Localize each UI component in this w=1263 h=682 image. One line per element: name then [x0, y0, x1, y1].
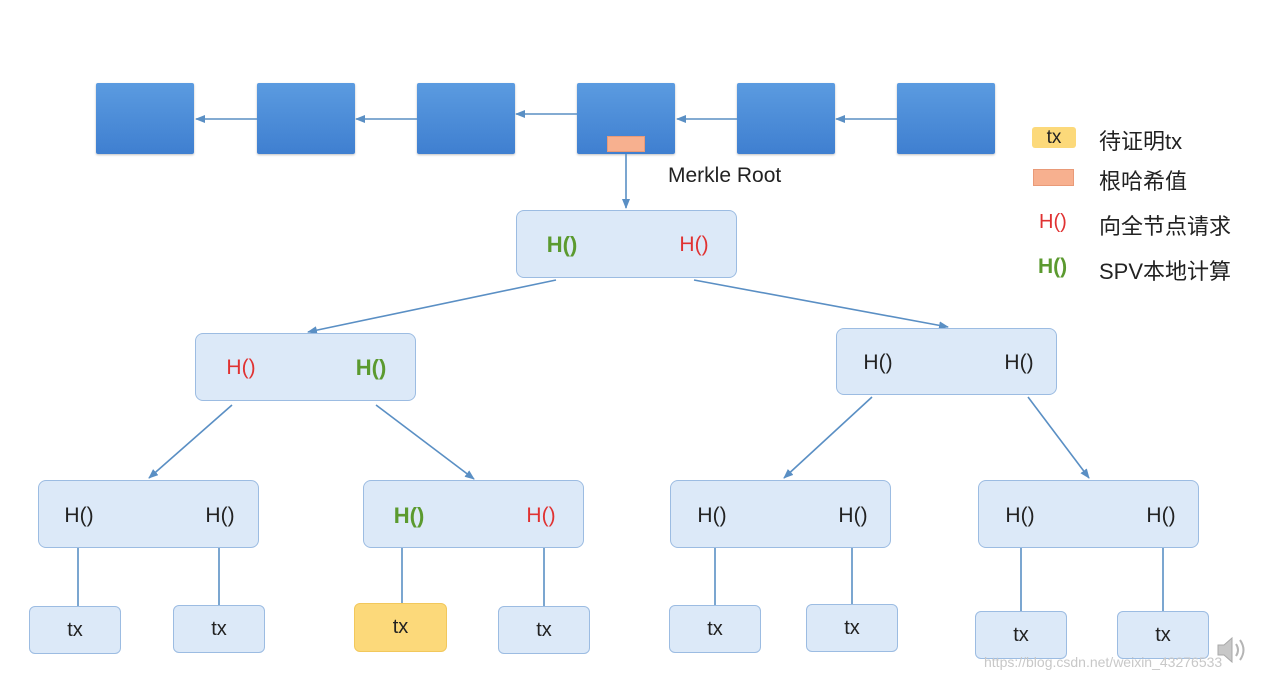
tree-node-root: H() H(): [516, 210, 737, 278]
block-6: [897, 83, 995, 154]
tree-arrow: [148, 404, 233, 479]
hash-local: H(): [546, 232, 578, 257]
tree-node-l2-right: H() H(): [836, 328, 1057, 395]
hash: H(): [1004, 351, 1034, 374]
tree-node-l3-1: H() H(): [38, 480, 259, 548]
hash: H(): [697, 504, 727, 527]
merkle-root-label: Merkle Root: [668, 164, 782, 187]
tx-leaf: tx: [29, 606, 121, 654]
hash: H(): [1005, 504, 1035, 527]
speaker-icon: [1217, 636, 1245, 664]
legend-local-label: SPV本地计算: [1099, 259, 1232, 284]
tree-arrow: [375, 404, 475, 480]
legend-root-swatch: [1033, 169, 1074, 186]
hash-request: H(): [226, 356, 256, 379]
tx-leaf: tx: [1117, 611, 1209, 659]
hash-local: H(): [393, 503, 425, 528]
tree-node-l3-2: H() H(): [363, 480, 584, 548]
hash-request: H(): [679, 233, 709, 256]
block-5: [737, 83, 835, 154]
tx-leaf: tx: [975, 611, 1067, 659]
legend-request-label: 向全节点请求: [1099, 214, 1232, 239]
hash-request: H(): [526, 504, 556, 527]
tree-arrow: [1027, 396, 1090, 479]
tx-leaf: tx: [669, 605, 761, 653]
tx-leaf: tx: [806, 604, 898, 652]
block-4: [577, 83, 675, 154]
tree-arrow: [693, 279, 949, 330]
block-3: [417, 83, 515, 154]
watermark: https://blog.csdn.net/weixin_43276533: [984, 654, 1223, 670]
legend-tx-swatch: tx: [1032, 127, 1076, 148]
merkle-root-hash-marker: [607, 136, 645, 152]
tree-node-l2-left: H() H(): [195, 333, 416, 401]
hash: H(): [1146, 504, 1176, 527]
hash: H(): [838, 504, 868, 527]
block-1: [96, 83, 194, 154]
tree-node-l3-3: H() H(): [670, 480, 891, 548]
hash: H(): [205, 504, 235, 527]
block-2: [257, 83, 355, 154]
hash: H(): [863, 351, 893, 374]
legend-request-mark: H(): [1039, 211, 1067, 233]
tx-leaf: tx: [498, 606, 590, 654]
tree-node-l3-4: H() H(): [978, 480, 1199, 548]
tree-arrow: [307, 279, 557, 335]
hash: H(): [64, 504, 94, 527]
legend-local-mark: H(): [1038, 255, 1068, 278]
tx-leaf: tx: [173, 605, 265, 653]
legend-root-label: 根哈希值: [1099, 169, 1188, 194]
tx-leaf-target: tx: [354, 603, 447, 652]
hash-local: H(): [355, 355, 387, 380]
legend-tx-label: 待证明tx: [1099, 129, 1183, 154]
legend-tx-swatch-text: tx: [1046, 126, 1062, 148]
tree-arrow: [783, 396, 873, 479]
